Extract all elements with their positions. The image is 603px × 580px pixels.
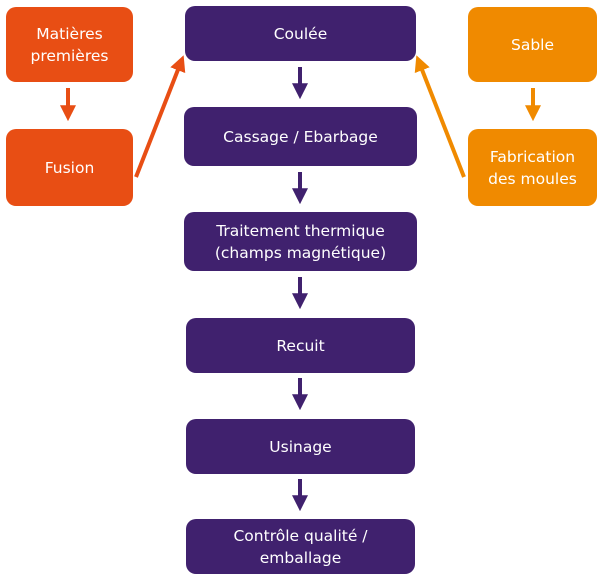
arrow-fusion-to-coulee (134, 55, 186, 178)
node-sable: Sable (468, 7, 597, 82)
node-usinage: Usinage (186, 419, 415, 474)
node-label: Cassage / Ebarbage (223, 127, 378, 146)
node-cassage-ebarbage: Cassage / Ebarbage (184, 107, 417, 166)
node-recuit: Recuit (186, 318, 415, 373)
node-label: Fabrication des moules (488, 147, 577, 188)
arrow-moules-to-coulee (414, 55, 466, 178)
node-controle-qualite: Contrôle qualité / emballage (186, 519, 415, 574)
node-fabrication-des-moules: Fabrication des moules (468, 129, 597, 206)
node-label: Traitement thermique (champs magnétique) (214, 221, 387, 262)
node-traitement-thermique: Traitement thermique (champs magnétique) (184, 212, 417, 271)
node-label: Coulée (273, 24, 328, 43)
node-label: Usinage (269, 437, 332, 456)
node-matieres-premieres: Matières premières (6, 7, 133, 82)
node-label: Recuit (276, 336, 325, 355)
node-label: Contrôle qualité / emballage (233, 526, 368, 567)
node-coulee: Coulée (185, 6, 416, 61)
node-label: Fusion (44, 158, 95, 177)
node-fusion: Fusion (6, 129, 133, 206)
node-label: Matières premières (30, 24, 109, 65)
node-label: Sable (510, 35, 555, 54)
